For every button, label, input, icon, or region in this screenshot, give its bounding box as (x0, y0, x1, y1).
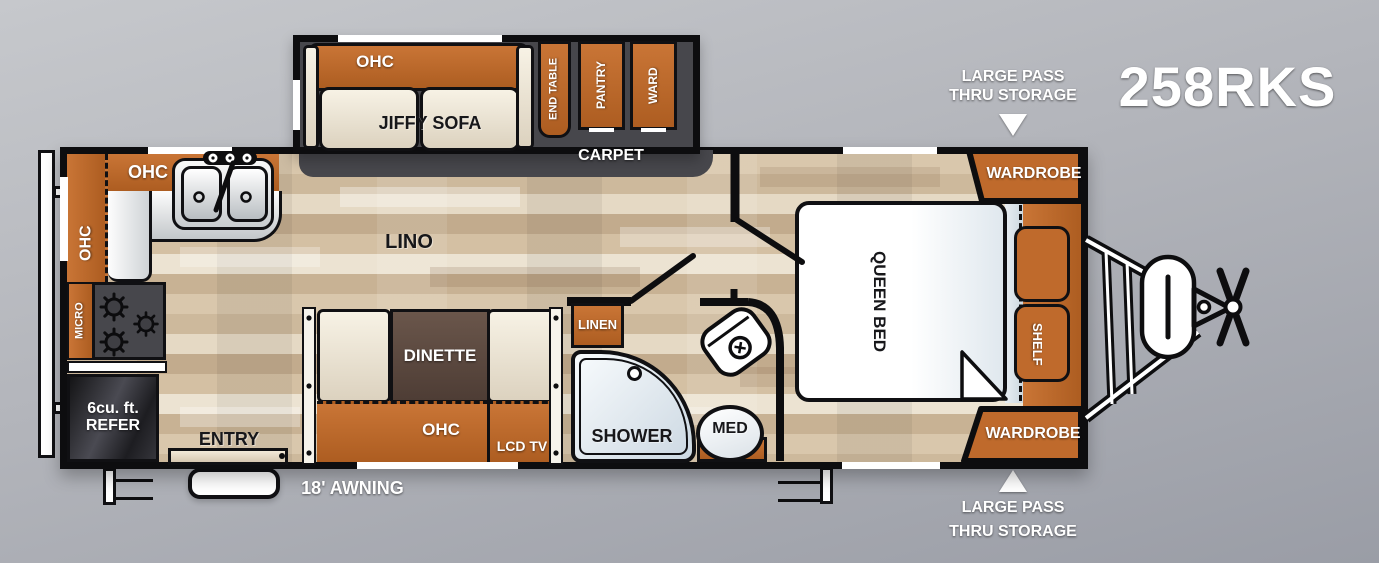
dinette-slide-rail (302, 307, 316, 465)
pass-thru-callout-top-line1: LARGE PASS (961, 67, 1065, 85)
entry-label: ENTRY (198, 428, 260, 449)
stabilizer-jack-front (778, 499, 822, 502)
stabilizer-jack-front-bar (820, 467, 833, 504)
nightstand-cabinet (1014, 226, 1070, 302)
pass-thru-callout-bottom-line1: LARGE PASS (961, 498, 1065, 516)
shower-label: SHOWER (591, 425, 673, 446)
sofa-seat-cushion (319, 87, 419, 151)
wardrobe-front-bottom-label: WARDROBE (985, 424, 1081, 442)
carpet-area (299, 150, 713, 177)
sink-basin (181, 166, 222, 222)
queen-bed-label: QUEEN BED (869, 251, 889, 353)
counter-shelf (67, 361, 167, 373)
kitchen-counter-leg (108, 191, 152, 282)
med-label: MED (712, 419, 748, 437)
window-gap (148, 147, 232, 154)
dinette-ohc (317, 401, 489, 462)
bath-wall (567, 297, 631, 306)
shelf-label: SHELF (1029, 322, 1045, 366)
kitchen-ohc-top-label: OHC (128, 161, 168, 182)
window-gap (293, 80, 300, 130)
window-gap (842, 462, 940, 469)
linen-cabinet (571, 303, 624, 348)
entry-door (168, 448, 288, 465)
window-gap (338, 35, 502, 42)
floor-plank (180, 407, 300, 427)
entry-step (188, 468, 280, 499)
sink-basin (227, 166, 268, 222)
pass-thru-callout-top-line2: THRU STORAGE (949, 86, 1077, 104)
wardrobe-front-top-label: WARDROBE (986, 164, 1082, 182)
sofa-back-cushions (308, 43, 529, 91)
floor-plank (180, 247, 320, 267)
tongue-jack-icon (1216, 267, 1250, 347)
floor-plank (760, 167, 940, 187)
floor-plank (430, 267, 640, 287)
stabilizer-jack-rear-bar (103, 468, 116, 505)
stabilizer-jack-front (778, 481, 822, 484)
end-table-cabinet (538, 41, 571, 138)
shower-drain (627, 366, 642, 381)
window-gap (60, 177, 68, 261)
shelf-cabinet (1014, 304, 1070, 382)
linen-label: LINEN (578, 317, 617, 333)
lcd-tv-cabinet (487, 401, 557, 462)
stabilizer-jack-rear (115, 479, 153, 482)
microwave-label: MICRO (73, 302, 86, 340)
dinette-bench (487, 309, 557, 403)
ward-label: WARD (646, 67, 661, 104)
floor-plank (340, 187, 520, 207)
awning-label: 18' AWNING (301, 477, 404, 498)
hitch-a-frame (1082, 235, 1202, 423)
arrow-down-icon (999, 114, 1027, 136)
dinette-table (390, 309, 490, 403)
queen-mattress (795, 201, 1007, 402)
refrigerator (67, 374, 159, 462)
refrigerator-label-line2: REFER (85, 417, 141, 434)
shelf-mark (589, 128, 614, 132)
pantry-cabinet (578, 41, 625, 130)
pass-thru-callout-bottom-line2: THRU STORAGE (949, 522, 1077, 540)
shelf-mark (641, 128, 666, 132)
stabilizer-jack-rear (115, 497, 153, 500)
propane-tank-icon (1139, 254, 1197, 360)
sofa-armrest (303, 45, 319, 149)
jiffy-sofa-label: JIFFY SOFA (378, 112, 482, 133)
end-table-label: END TABLE (547, 57, 560, 121)
sofa-ohc-label: OHC (356, 52, 394, 72)
cooktop (92, 282, 166, 360)
lino-flooring-label: LINO (385, 230, 433, 253)
carpet-label: CARPET (578, 146, 644, 164)
model-title: 258RKS (1118, 54, 1337, 118)
pantry-label: PANTRY (594, 61, 609, 110)
wardrobe-slide-cabinet (630, 41, 677, 130)
floor-plank (620, 227, 770, 247)
sofa-armrest (516, 45, 534, 149)
window-gap (357, 462, 518, 469)
kitchen-ohc-side (67, 154, 108, 282)
refrigerator-label-line1: 6cu. ft. (87, 400, 139, 418)
dinette-bench (317, 309, 391, 403)
rear-bumper (38, 150, 55, 458)
hitch-coupler-icon (1191, 286, 1233, 329)
dinette-label: DINETTE (403, 346, 477, 366)
window-gap (843, 147, 937, 154)
dinette-ohc-label: OHC (422, 420, 460, 440)
bed-platform-dashed-line (1019, 205, 1022, 401)
kitchen-ohc-side-label: OHC (77, 225, 95, 261)
lcd-tv-label: LCD TV (496, 437, 548, 454)
arrow-up-icon (999, 470, 1027, 492)
microwave-cabinet (67, 282, 94, 360)
refrigerator-label: 6cu. ft. REFER (70, 392, 156, 444)
